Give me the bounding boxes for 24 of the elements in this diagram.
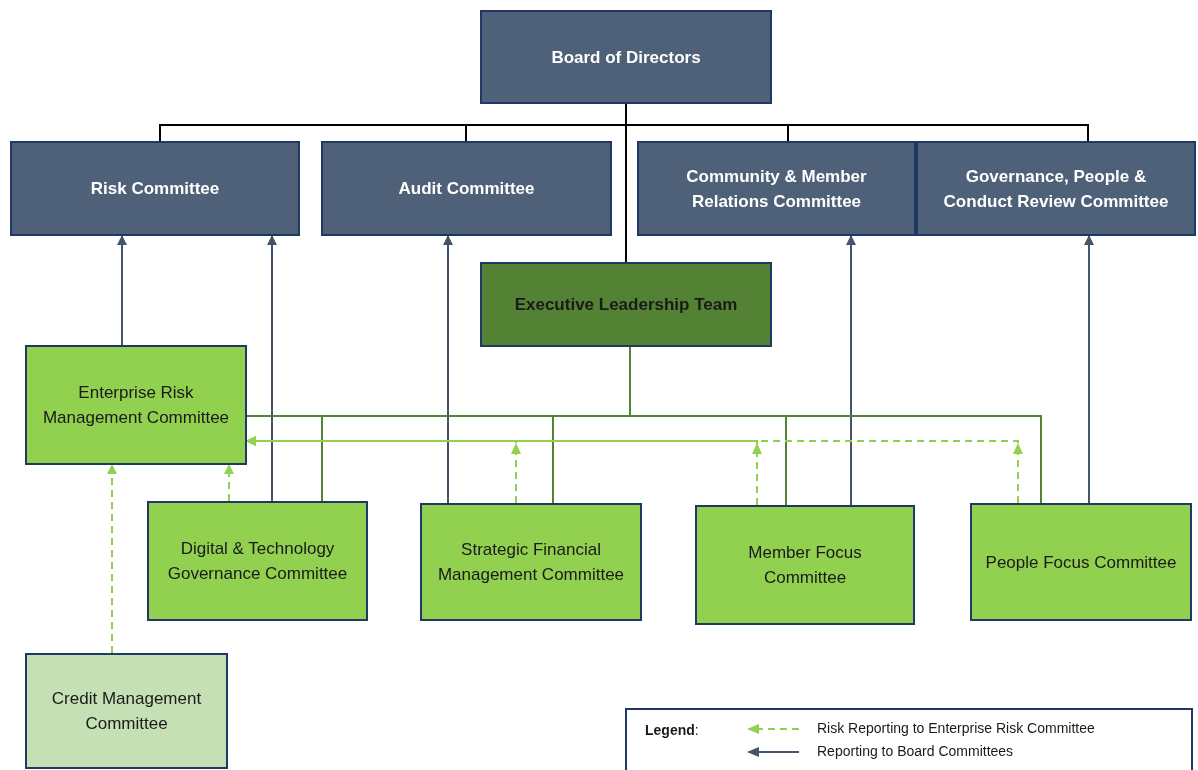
- committee-box: Community & Member Relations Committee: [637, 141, 916, 236]
- committee-box: Governance, People & Conduct Review Committee: [916, 141, 1196, 236]
- committee-box: Audit Committee: [321, 141, 612, 236]
- committee-box: Enterprise Risk Management Committee: [25, 345, 247, 465]
- committee-box: Digital & Technology Governance Committee: [147, 501, 368, 621]
- dashed-arrow: [107, 464, 117, 654]
- legend-text: Risk Reporting to Enterprise Risk Committee: [817, 719, 1095, 738]
- dashed-arrow: [224, 464, 234, 502]
- arrow: [443, 235, 453, 504]
- connector-line: [625, 103, 627, 263]
- legend-title: Legend:: [645, 721, 699, 740]
- committee-box: Strategic Financial Management Committee: [420, 503, 642, 621]
- dashed-arrow: [246, 436, 1023, 504]
- legend-text: Reporting to Board Committees: [817, 742, 1014, 761]
- arrow: [117, 235, 127, 346]
- committee-box: Board of Directors: [480, 10, 772, 104]
- committee-box: People Focus Committee: [970, 503, 1192, 621]
- arrow: [267, 235, 277, 502]
- arrow: [1084, 235, 1094, 504]
- committee-box: Risk Committee: [10, 141, 300, 236]
- committee-box: Executive Leadership Team: [480, 262, 772, 347]
- arrow: [846, 235, 856, 506]
- committee-box: Member Focus Committee: [695, 505, 915, 625]
- committee-box: Credit Management Committee: [25, 653, 228, 769]
